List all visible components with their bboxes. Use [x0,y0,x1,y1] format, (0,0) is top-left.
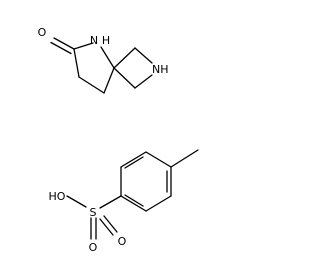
azetidine-nh-label: NH [152,63,169,76]
sulfonyl-oxygen-right-label: O [118,235,127,248]
bond-ring-sulfur [99,195,122,209]
hydroxyl-label: HO [49,190,66,203]
tosylate: HO S O O [49,149,199,254]
bond-n2-c1 [134,74,153,89]
bond-c1-spiro [113,67,136,89]
bond-spiro-c3 [113,47,136,69]
sulfonyl-bond-right-a [99,218,114,236]
oxygen-label: O [38,26,47,39]
spiro-lactam: O N H NH [38,26,169,94]
lactam-hydrogen-label: H [102,34,110,47]
carbonyl-bond-outer [53,37,75,50]
ring-double-bond-2 [124,194,144,207]
bond-n5-spiro [100,46,115,69]
chemical-structure: O N H NH HO S O O [38,26,199,254]
ring-double-bond-3 [124,156,144,169]
bond-c6-c7 [73,48,80,78]
sulfonyl-oxygen-bottom-label: O [89,241,98,254]
sulfur-label: S [90,206,97,219]
bond-c8-spiro [103,67,115,94]
bond-ring-methyl [170,149,199,168]
ring-bond-3 [120,195,147,212]
sulfonyl-bond-right-b [103,215,118,233]
ring-bond-6 [145,151,172,168]
ring-bond-5 [120,151,147,168]
bond-sulfur-hydroxyl [66,195,87,208]
carbonyl-bond-inner [50,41,72,55]
bond-c7-c8 [78,76,105,94]
lactam-nitrogen-label: N [90,34,98,47]
ring-bond-2 [145,195,172,212]
bond-c6-n5 [73,42,94,50]
bond-c3-n2 [134,47,153,64]
